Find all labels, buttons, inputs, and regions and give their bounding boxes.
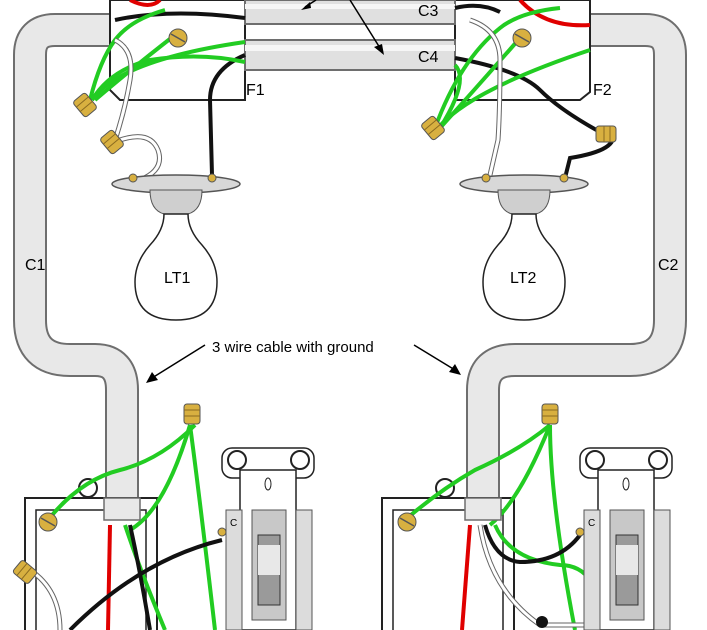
- junction-box-f1: [109, 0, 246, 101]
- conduit-c4: [244, 39, 456, 71]
- light-fixture-lt2: [459, 173, 589, 321]
- label-switch-left-common: C: [230, 518, 237, 529]
- wires-box-f1: [88, 0, 246, 183]
- light-fixture-lt1: [111, 173, 241, 321]
- switch-box-left: [24, 423, 223, 630]
- switch-left: [217, 447, 315, 630]
- wire-nut-f1-neutral: [100, 129, 124, 155]
- wire-nut-f2-ground: [421, 115, 445, 141]
- label-c4: C4: [418, 49, 439, 66]
- wire-nut-left-neutral: [12, 560, 38, 584]
- label-f1: F1: [246, 82, 265, 99]
- label-lt1: LT1: [164, 270, 190, 287]
- switch-right: [575, 447, 673, 630]
- conduit-c2: [466, 13, 687, 520]
- label-f2: F2: [593, 82, 612, 99]
- label-c3: C3: [418, 3, 439, 20]
- label-switch-right-common: C: [588, 518, 595, 529]
- arrow-c4: [349, 0, 384, 55]
- wire-nut-left-ground: [183, 403, 201, 425]
- wire-nut-f2-hot: [595, 125, 617, 143]
- label-c2: C2: [658, 257, 679, 274]
- conduit-c3: [244, 0, 456, 25]
- label-lt2: LT2: [510, 270, 536, 287]
- wire-nut-f1-ground: [73, 92, 97, 118]
- conduit-c1: [13, 13, 139, 520]
- wire-nut-right-ground: [541, 403, 559, 425]
- switch-box-right: [381, 423, 607, 630]
- label-cable-note: 3 wire cable with ground: [212, 339, 374, 356]
- cable-note-arrows: [146, 344, 461, 383]
- arrow-c3: [301, 0, 317, 10]
- label-c1: C1: [25, 257, 46, 274]
